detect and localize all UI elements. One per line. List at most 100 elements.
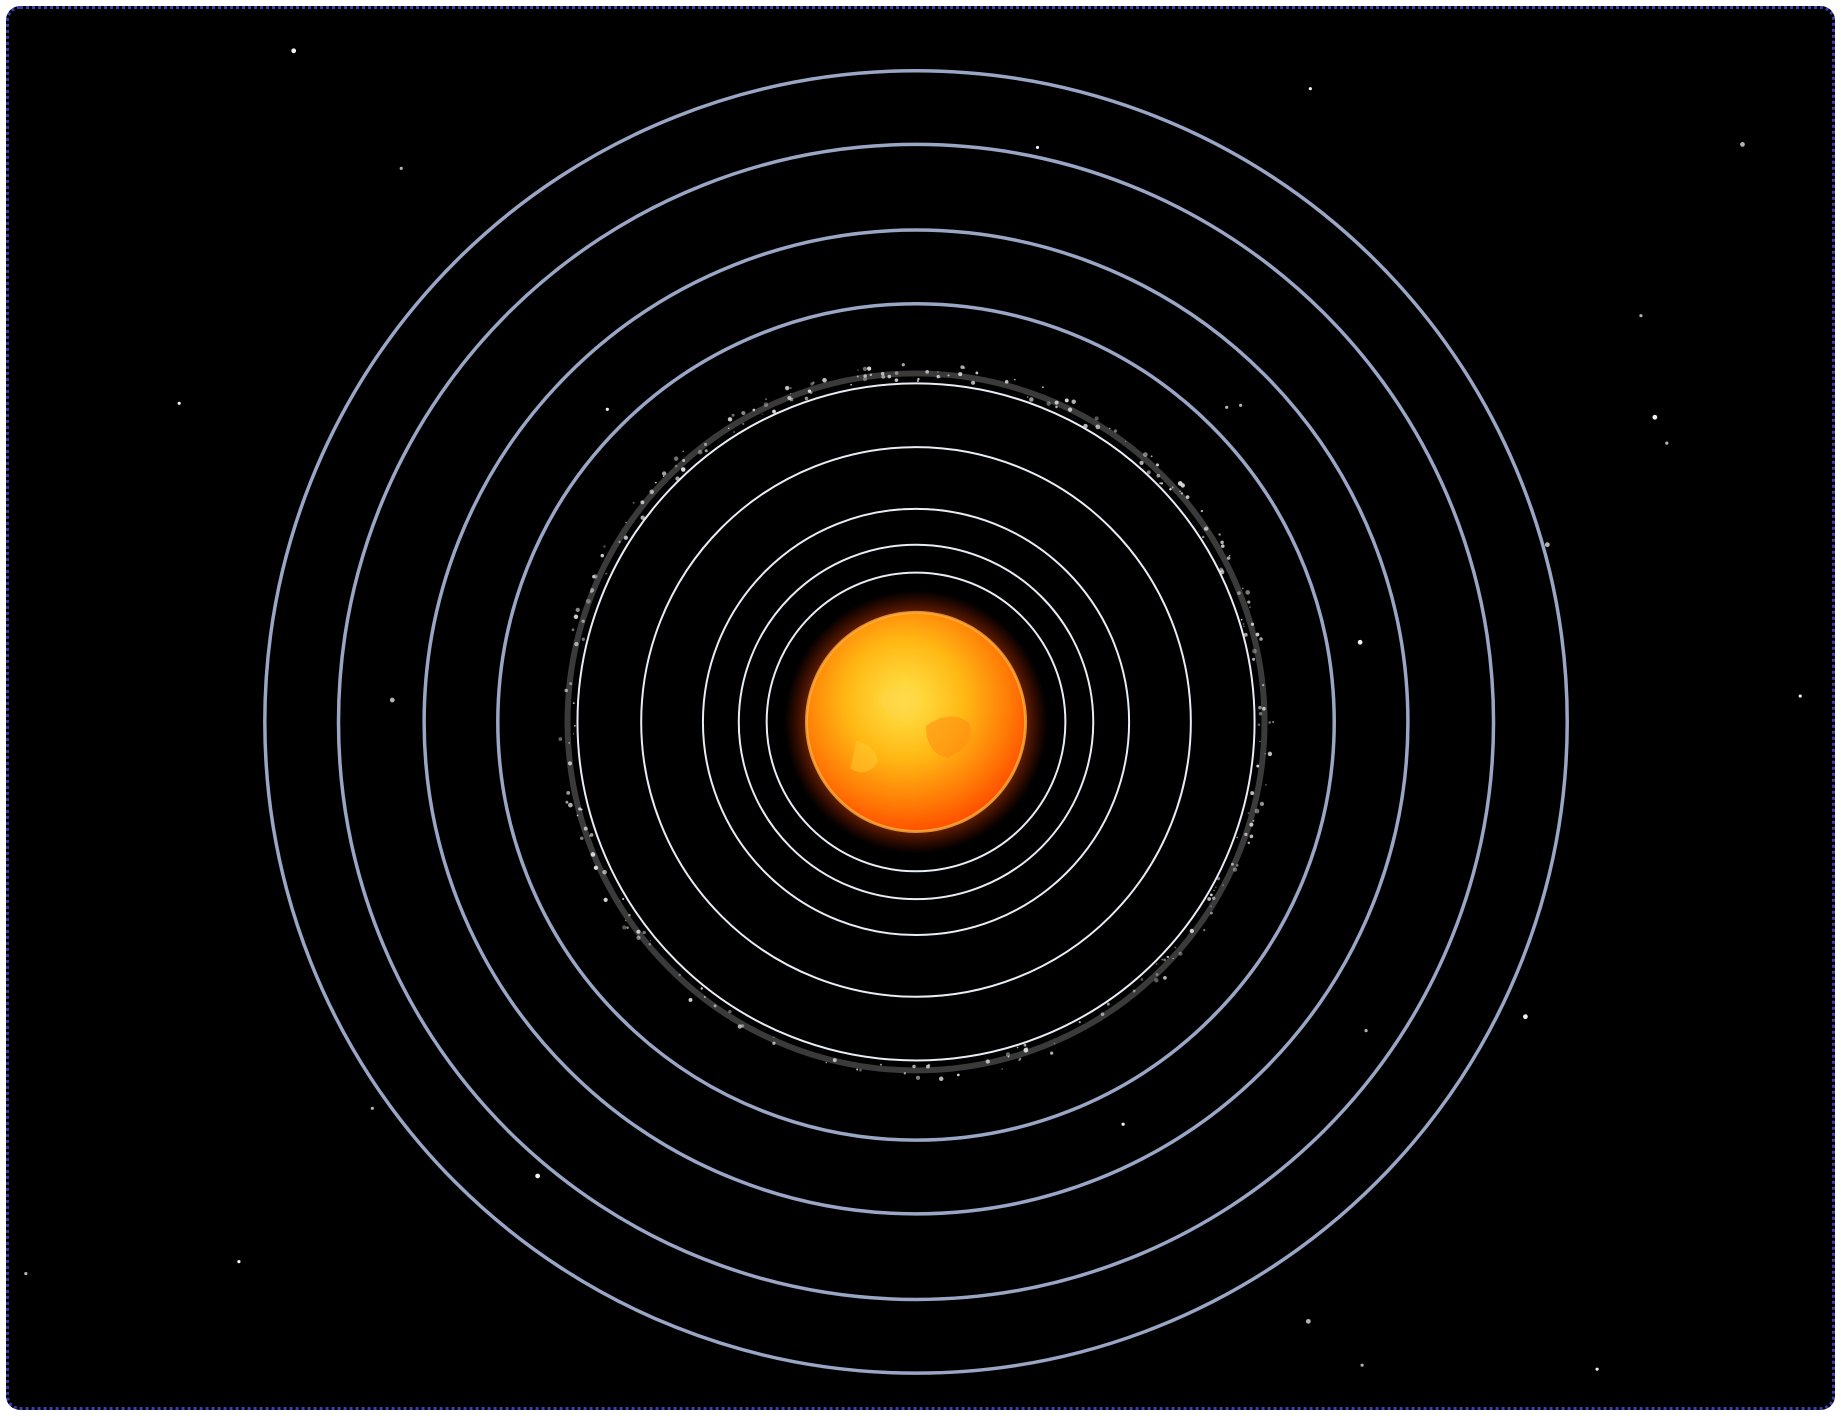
asteroid — [1267, 751, 1273, 757]
asteroid — [958, 372, 963, 377]
asteroid — [1027, 396, 1029, 398]
asteroid — [915, 1075, 921, 1080]
asteroid — [761, 413, 763, 415]
asteroid — [1146, 470, 1151, 475]
asteroid — [772, 1041, 776, 1045]
asteroid — [654, 481, 657, 484]
asteroid — [1264, 753, 1266, 755]
asteroid-belt-band — [564, 370, 1268, 1074]
orbit-ring — [765, 571, 1067, 873]
asteroid — [1247, 600, 1251, 604]
asteroid — [703, 442, 708, 447]
asteroid — [1185, 495, 1190, 499]
asteroid — [731, 413, 735, 417]
star — [177, 401, 181, 405]
asteroid — [603, 897, 608, 902]
asteroid — [1055, 405, 1058, 409]
asteroid — [573, 614, 579, 620]
asteroid — [1226, 556, 1231, 560]
asteroid — [789, 393, 792, 395]
asteroid — [1265, 784, 1267, 786]
asteroid — [925, 370, 929, 374]
star — [1121, 1122, 1125, 1126]
asteroid — [622, 897, 625, 900]
orbit-ring — [737, 543, 1095, 901]
sun-limb — [804, 610, 1028, 833]
asteroid — [1155, 972, 1159, 976]
star — [1665, 441, 1669, 445]
asteroid — [856, 1068, 859, 1071]
asteroid — [581, 637, 585, 641]
asteroid — [649, 489, 655, 495]
asteroid — [1155, 463, 1159, 467]
asteroid — [1250, 622, 1255, 626]
asteroid — [1071, 399, 1076, 404]
asteroid — [1212, 896, 1216, 900]
solar-system-diagram — [24, 48, 1802, 1375]
star — [1544, 542, 1550, 548]
orbit-ring — [640, 446, 1192, 998]
asteroid — [741, 410, 746, 416]
asteroid — [1200, 509, 1204, 513]
asteroid — [697, 449, 703, 455]
asteroid — [571, 628, 575, 632]
asteroid — [1232, 867, 1238, 872]
asteroid — [1156, 963, 1158, 965]
sun-surface-feature — [925, 716, 971, 758]
asteroid — [1142, 452, 1148, 457]
asteroid — [1228, 554, 1231, 557]
asteroid — [579, 836, 584, 841]
orbit-rings — [263, 68, 1569, 1375]
asteroid — [784, 385, 790, 391]
asteroid — [1125, 440, 1127, 443]
star — [1740, 142, 1745, 147]
asteroid — [1067, 407, 1073, 412]
asteroid — [727, 427, 730, 430]
asteroid — [1236, 836, 1238, 839]
asteroid — [936, 374, 940, 379]
asteroid — [1150, 455, 1153, 458]
asteroid — [1100, 1012, 1105, 1017]
asteroid — [832, 1058, 837, 1063]
asteroid — [1237, 591, 1241, 595]
asteroid — [649, 940, 652, 942]
asteroid — [628, 913, 631, 917]
asteroid — [1210, 911, 1213, 915]
asteroid — [1050, 1051, 1054, 1055]
asteroid — [1019, 1057, 1022, 1060]
asteroid — [1139, 460, 1144, 465]
asteroid — [850, 383, 852, 386]
asteroid — [713, 1004, 717, 1008]
asteroid — [618, 540, 621, 544]
asteroid — [568, 802, 573, 808]
asteroid — [1245, 590, 1251, 595]
asteroid — [583, 826, 588, 831]
star — [1523, 1014, 1528, 1020]
asteroid — [566, 791, 571, 795]
asteroid — [1132, 989, 1136, 993]
asteroid — [589, 835, 591, 837]
star — [1595, 1367, 1599, 1371]
asteroid — [1078, 1021, 1081, 1024]
asteroid — [1023, 1043, 1027, 1047]
asteroid — [1255, 632, 1260, 637]
star — [1360, 1363, 1364, 1367]
asteroid — [1215, 886, 1217, 889]
star — [291, 48, 297, 54]
orbit-ring — [422, 228, 1410, 1216]
asteroid — [576, 814, 579, 817]
asteroid — [680, 467, 686, 472]
asteroid — [1242, 623, 1245, 625]
asteroid — [569, 682, 573, 686]
asteroid — [1094, 416, 1099, 421]
asteroid — [1154, 978, 1159, 983]
asteroid — [880, 372, 885, 376]
asteroid — [1259, 740, 1261, 743]
asteroid — [822, 377, 827, 383]
star — [1798, 694, 1802, 698]
asteroid — [565, 800, 569, 804]
asteroid — [947, 374, 950, 377]
asteroid — [863, 374, 867, 378]
asteroid — [1054, 400, 1059, 405]
sun-surface-feature — [850, 740, 879, 773]
